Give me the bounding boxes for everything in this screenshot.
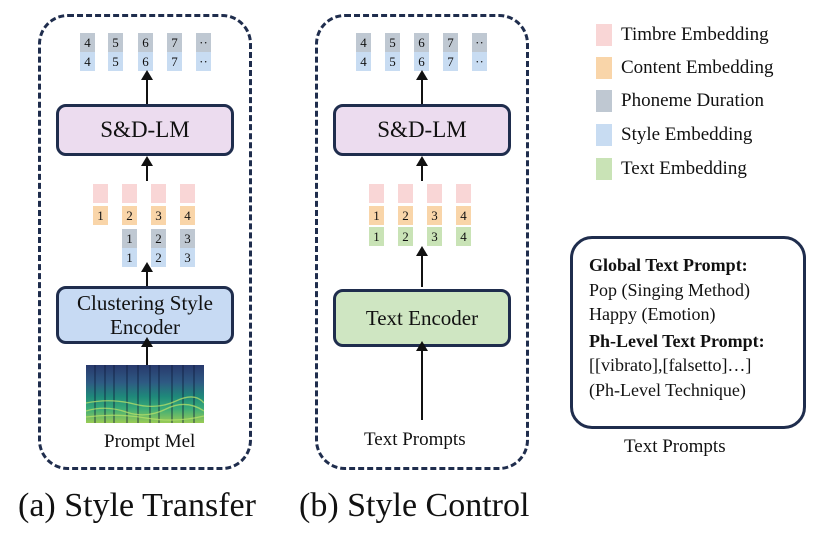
- legend-label-timbre: Timbre Embedding: [621, 24, 769, 45]
- content-token: 1: [369, 206, 384, 225]
- timbre-token: [369, 184, 384, 203]
- content-token: 1: [93, 206, 108, 225]
- output-token: ··: [196, 52, 211, 71]
- text-token: 1: [369, 227, 384, 246]
- content-token: 3: [151, 206, 166, 225]
- prompt-mel-label: Prompt Mel: [104, 431, 196, 452]
- arrow-up: [141, 156, 153, 181]
- text-encoder: Text Encoder: [333, 289, 511, 347]
- arrow-up: [416, 156, 428, 181]
- global-prompt-line: Pop (Singing Method): [589, 279, 751, 300]
- panel-style-control: [315, 14, 529, 470]
- legend-label-content: Content Embedding: [621, 57, 774, 78]
- legend-label-duration: Phoneme Duration: [621, 90, 765, 111]
- style-token: 3: [180, 248, 195, 267]
- arrow-up: [141, 70, 153, 105]
- legend-swatch-style: [596, 124, 612, 146]
- arrow-up: [416, 341, 428, 420]
- output-token: 4: [80, 33, 95, 52]
- text-prompts-caption: Text Prompts: [624, 436, 726, 457]
- content-token: 3: [427, 206, 442, 225]
- timbre-token: [122, 184, 137, 203]
- output-token: ··: [196, 33, 211, 52]
- style-token: 2: [151, 248, 166, 267]
- text-token: 3: [427, 227, 442, 246]
- timbre-token: [427, 184, 442, 203]
- output-token: 5: [385, 52, 400, 71]
- output-token: 7: [167, 52, 182, 71]
- output-token: ··: [472, 33, 487, 52]
- duration-token: 2: [151, 229, 166, 248]
- text-prompt-card: Global Text Prompt: Pop (Singing Method)…: [570, 236, 806, 429]
- duration-token: 3: [180, 229, 195, 248]
- text-token: 2: [398, 227, 413, 246]
- arrow-up: [141, 337, 153, 366]
- ph-level-prompt-line: [[vibrato],[falsetto]…]: [589, 355, 752, 375]
- legend-swatch-content: [596, 57, 612, 79]
- duration-token: 1: [122, 229, 137, 248]
- caption-style-control: (b) Style Control: [299, 487, 530, 524]
- ph-level-prompt-line: (Ph-Level Technique): [589, 379, 746, 400]
- panel-style-transfer: [38, 14, 252, 470]
- output-token: 4: [80, 52, 95, 71]
- text-token: 4: [456, 227, 471, 246]
- style-token: 1: [122, 248, 137, 267]
- output-token: 6: [138, 33, 153, 52]
- arrow-up: [416, 246, 428, 287]
- prompt-mel-spectrogram: [86, 365, 204, 423]
- output-token: 7: [443, 52, 458, 71]
- output-token: 7: [167, 33, 182, 52]
- content-token: 4: [180, 206, 195, 225]
- sd-lm-block: S&D-LM: [56, 104, 234, 156]
- content-token: 2: [122, 206, 137, 225]
- arrow-up: [141, 262, 153, 287]
- output-token: 5: [108, 33, 123, 52]
- clustering-style-encoder: Clustering Style Encoder: [56, 286, 234, 344]
- ph-level-prompt-heading: Ph-Level Text Prompt:: [589, 330, 765, 351]
- output-token: 6: [414, 52, 429, 71]
- legend-label-style: Style Embedding: [621, 124, 753, 145]
- output-token: 4: [356, 33, 371, 52]
- global-prompt-heading: Global Text Prompt:: [589, 255, 748, 275]
- timbre-token: [398, 184, 413, 203]
- caption-style-transfer: (a) Style Transfer: [18, 487, 256, 524]
- sd-lm-block: S&D-LM: [333, 104, 511, 156]
- output-token: 6: [138, 52, 153, 71]
- output-token: ··: [472, 52, 487, 71]
- output-token: 4: [356, 52, 371, 71]
- timbre-token: [93, 184, 108, 203]
- output-token: 7: [443, 33, 458, 52]
- legend-swatch-text: [596, 158, 612, 180]
- output-token: 6: [414, 33, 429, 52]
- text-prompts-input-label: Text Prompts: [364, 429, 466, 450]
- arrow-up: [416, 70, 428, 105]
- timbre-token: [180, 184, 195, 203]
- legend-label-text: Text Embedding: [621, 158, 747, 179]
- content-token: 4: [456, 206, 471, 225]
- timbre-token: [151, 184, 166, 203]
- output-token: 5: [108, 52, 123, 71]
- output-token: 5: [385, 33, 400, 52]
- legend-swatch-duration: [596, 90, 612, 112]
- content-token: 2: [398, 206, 413, 225]
- timbre-token: [456, 184, 471, 203]
- legend-swatch-timbre: [596, 24, 612, 46]
- global-prompt-line: Happy (Emotion): [589, 304, 716, 324]
